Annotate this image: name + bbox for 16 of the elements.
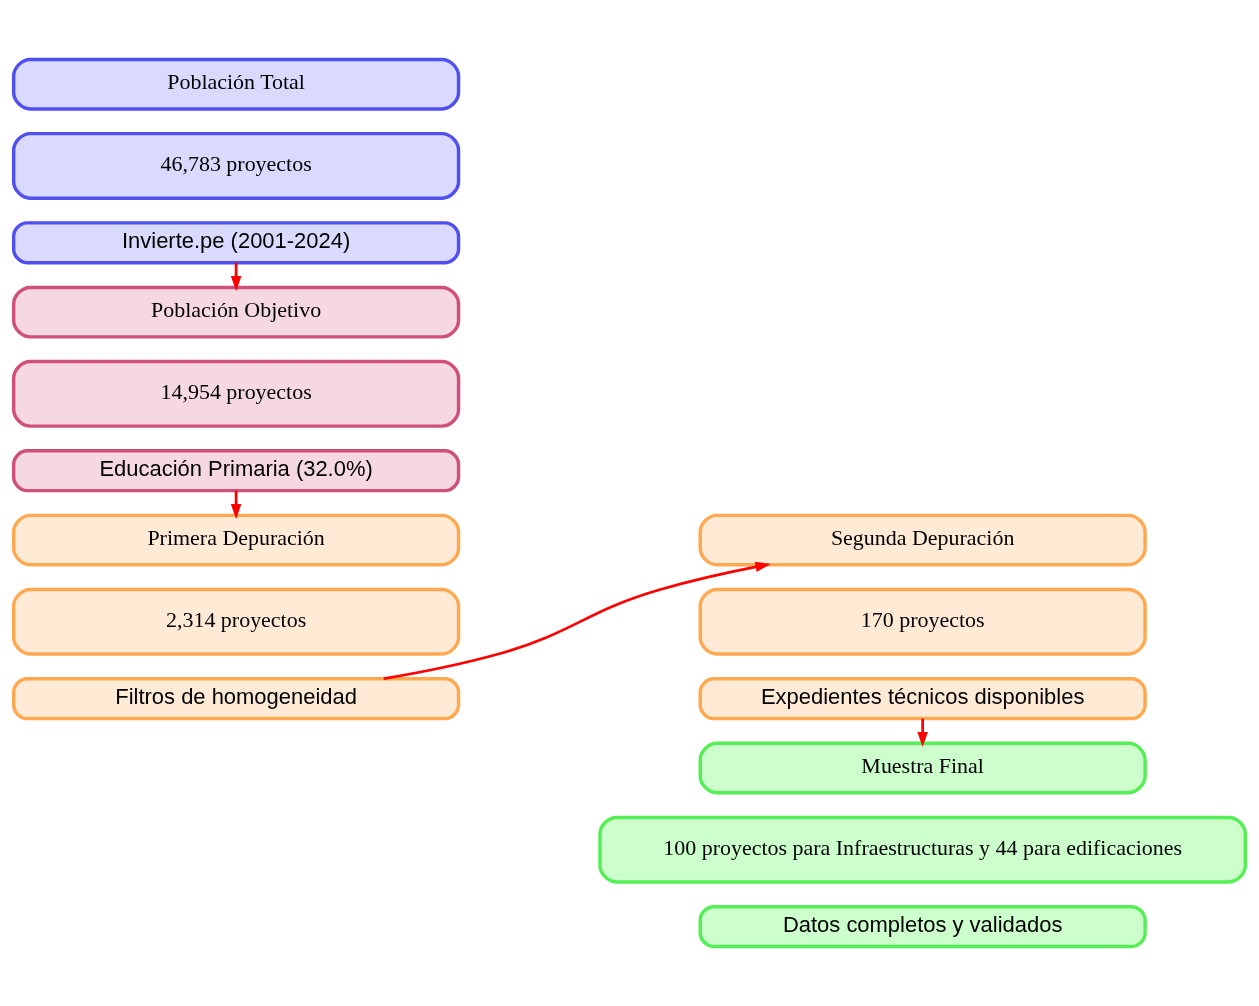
node-box: 170 proyectos	[698, 587, 1147, 656]
arrow	[917, 718, 928, 748]
node-box: Filtros de homogeneidad	[11, 677, 461, 721]
node-box: Primera Depuración	[11, 513, 461, 567]
node-box: Población Objetivo	[11, 285, 461, 339]
node-box: Invierte.pe (2001-2024)	[11, 221, 461, 265]
node-box: 2,314 proyectos	[11, 587, 461, 656]
node-box: Expedientes técnicos disponibles	[698, 677, 1147, 721]
node-box: Educación Primaria (32.0%)	[11, 449, 461, 493]
node-box: Muestra Final	[698, 741, 1147, 795]
node-box: Segunda Depuración	[698, 513, 1147, 567]
node-box: Población Total	[11, 57, 461, 111]
node-box: 14,954 proyectos	[11, 359, 461, 428]
node-box: 100 proyectos para Infraestructuras y 44 para edificaciones	[598, 815, 1248, 884]
node-box: 46,783 proyectos	[11, 131, 461, 200]
node-box: Datos completos y validados	[698, 904, 1147, 949]
